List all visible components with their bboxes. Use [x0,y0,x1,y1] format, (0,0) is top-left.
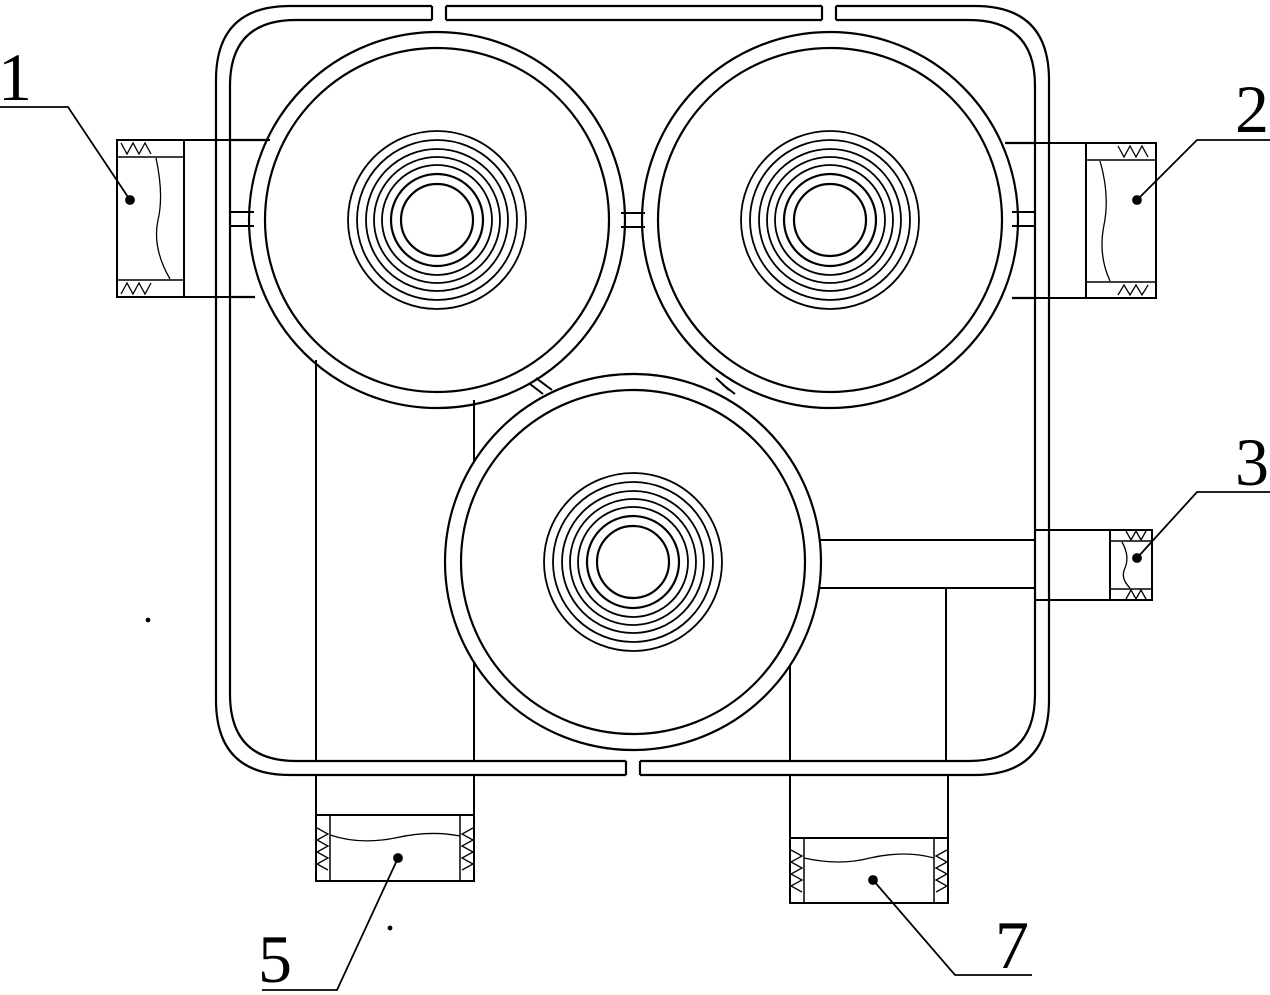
leader-dot-1 [125,195,135,205]
chamber-bottom [443,372,823,752]
chamber-top-right [640,30,1020,410]
port-right-lower [1034,529,1153,601]
housing-inner-left [228,18,626,763]
leader-2 [1136,139,1270,201]
stray-dot [387,925,393,931]
port-left [116,138,270,299]
label-3: 3 [1235,424,1269,500]
leader-dot-2 [1132,195,1142,205]
stray-dot [145,617,151,623]
leader-lines [0,106,1270,991]
label-7: 7 [995,907,1029,983]
leader-5 [262,857,399,991]
callout-labels: 1 2 3 5 7 [0,39,1269,995]
leader-7 [872,879,1032,976]
leader-dot-3 [1132,553,1142,563]
housing-frame [214,4,1051,777]
label-5: 5 [258,921,292,995]
housing-inner-right [640,18,1037,763]
leader-dot-5 [393,853,403,863]
port-bottom-left [315,774,475,882]
leader-3 [1136,491,1270,559]
label-1: 1 [0,39,32,115]
leader-dot-7 [868,875,878,885]
leader-1 [0,106,131,201]
port-right [1005,141,1157,300]
port-bottom-right [789,774,949,904]
housing-outer-top-left [214,4,626,777]
housing-outer-right [640,4,1051,777]
chamber-top-left [247,30,627,410]
label-2: 2 [1235,71,1269,147]
